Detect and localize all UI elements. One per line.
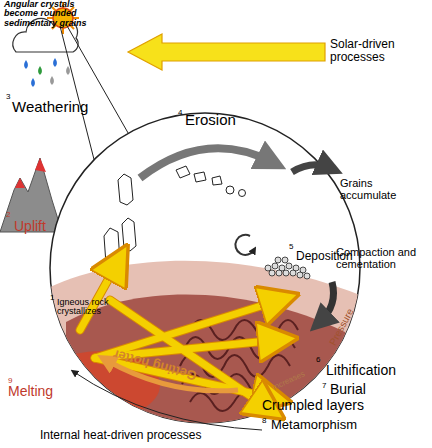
- rain-drops: [24, 58, 70, 87]
- accumulate-arrow: [292, 165, 330, 172]
- step-label: Metamorphism: [271, 418, 357, 432]
- callout-number: 3: [6, 93, 10, 101]
- heat-arrows: [80, 262, 280, 408]
- sediment-grain: [176, 166, 246, 197]
- step-label: Crumpled layers: [262, 398, 364, 413]
- step-label: Burial: [330, 382, 366, 397]
- solar-arrow: [128, 34, 325, 70]
- step-label: Lithification: [326, 363, 396, 378]
- step-label: Melting: [8, 384, 53, 399]
- process-label: Internal heat-driven processes: [40, 429, 201, 442]
- callout-number: 1: [50, 294, 54, 302]
- step-label: Erosion: [185, 112, 236, 128]
- compaction-arrow: [320, 282, 334, 322]
- callout-number: 7: [322, 382, 326, 390]
- callout-number: 2: [6, 211, 10, 219]
- callout-number: 6: [316, 356, 320, 364]
- earth-interior: [40, 261, 372, 440]
- step-label: Weathering: [12, 99, 88, 115]
- erosion-arrow: [140, 148, 272, 178]
- step-label: Uplift: [14, 219, 46, 234]
- process-label: Compaction and cementation: [336, 247, 432, 270]
- callout-number: 5: [289, 243, 293, 251]
- note-text: Angular crystals become rounded sediment…: [4, 0, 108, 28]
- process-label: Solar-driven processes: [330, 38, 425, 63]
- step-label: Igneous rock crystallizes: [57, 298, 121, 317]
- cycle-arrow: [235, 235, 254, 255]
- crystal: [104, 174, 136, 268]
- melting-arrow: [74, 372, 262, 430]
- process-label: Grains accumulate: [340, 178, 428, 201]
- callout-number: 8: [262, 417, 266, 425]
- callout-number: 4: [178, 109, 182, 117]
